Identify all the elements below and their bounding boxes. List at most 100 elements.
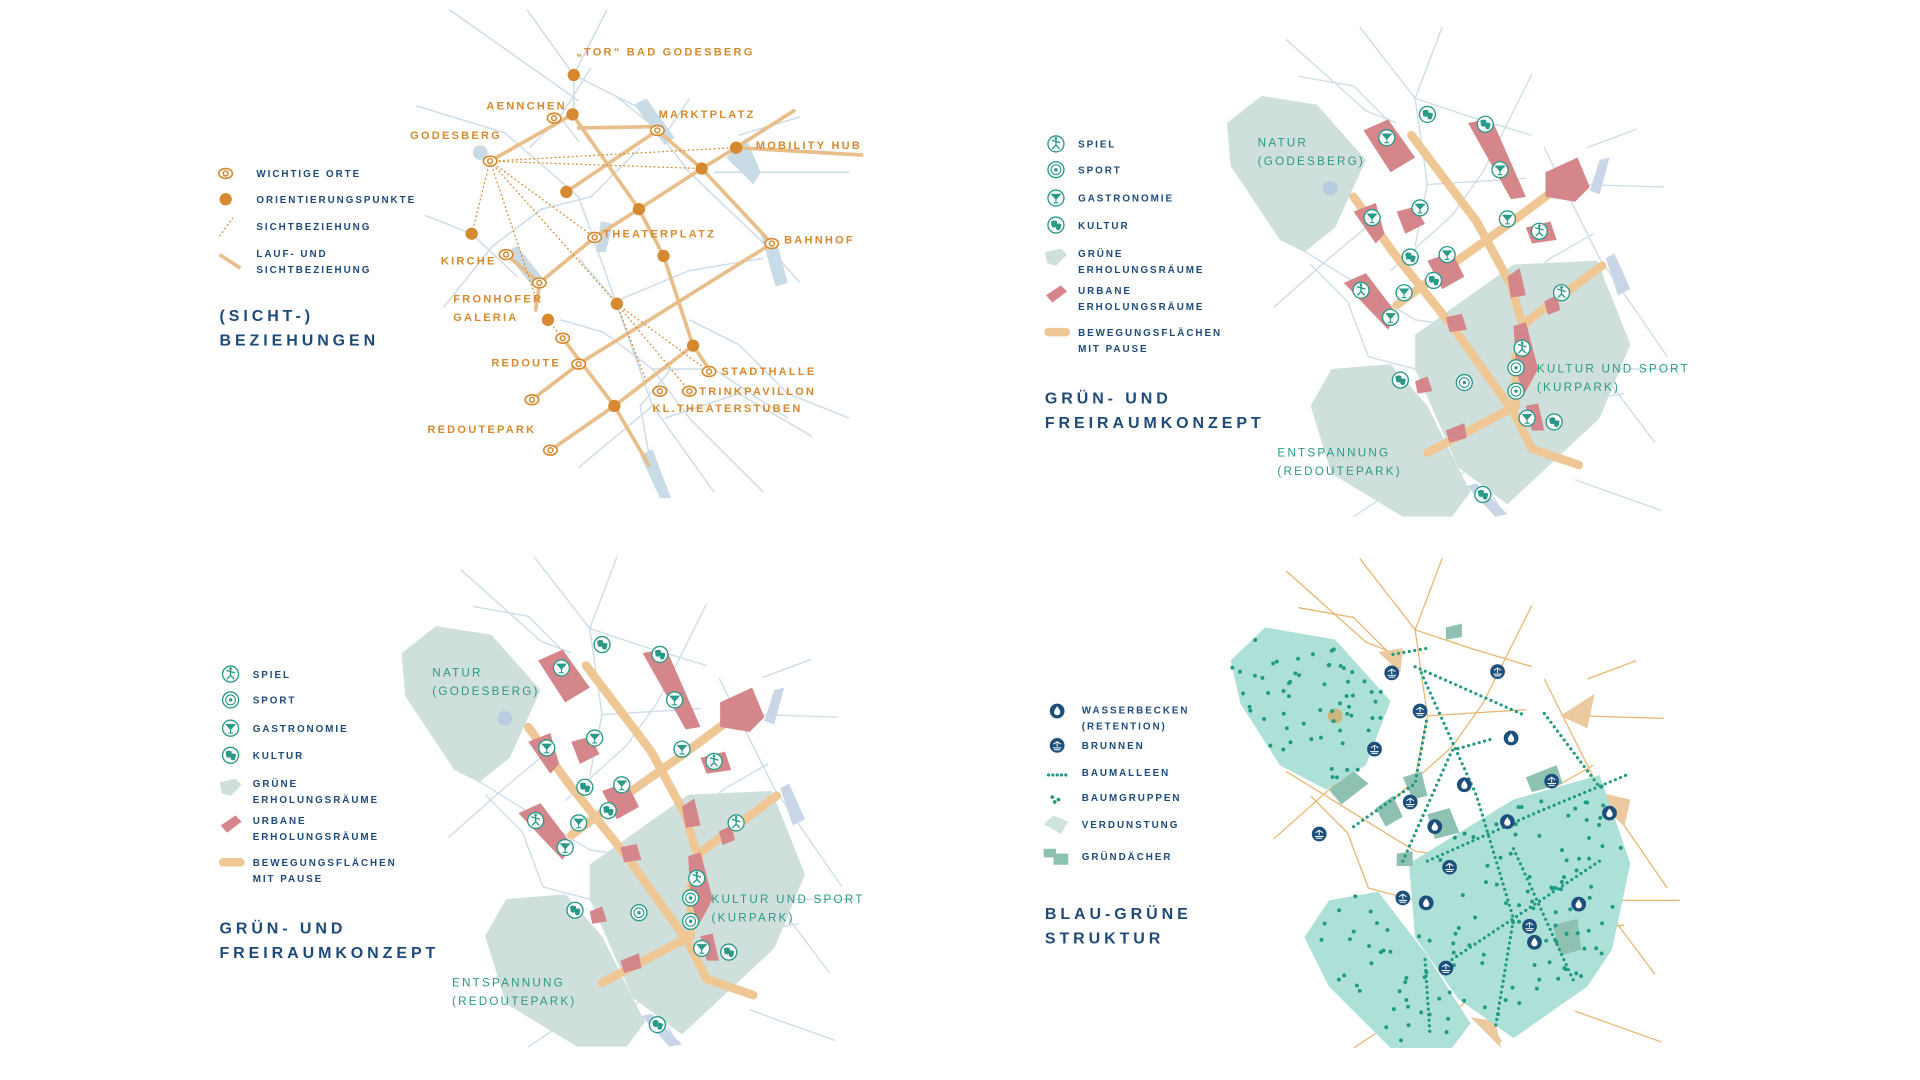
tree-group-dot — [1534, 986, 1539, 991]
area-label: (GODESBERG) — [1258, 155, 1365, 168]
legend-blau: WASSERBECKEN(RETENTION)BRUNNENBAUMALLEEN… — [1043, 703, 1190, 865]
alley-swatch — [1051, 773, 1055, 777]
fountain-glyph — [1405, 797, 1415, 807]
panel-blau-gruene-struktur: WASSERBECKEN(RETENTION)BRUNNENBAUMALLEEN… — [1043, 558, 1680, 1049]
gastronomie-icon — [693, 939, 711, 958]
movement-path — [1392, 177, 1570, 310]
drop-glyph — [1531, 937, 1538, 947]
gastronomie-icon — [1411, 199, 1429, 217]
movement-path — [1349, 192, 1584, 470]
urban-recreation-area — [1415, 376, 1433, 394]
tree-group-dot — [1338, 663, 1343, 668]
green-roof — [1552, 918, 1582, 956]
fountain-glyph — [1370, 744, 1379, 754]
legend-label: WASSERBECKEN — [1082, 705, 1190, 716]
spiel-icon — [727, 814, 745, 832]
orientation-point-icon — [657, 249, 670, 263]
legend-label: SPORT — [1078, 165, 1122, 176]
spiel-icon — [1513, 339, 1531, 357]
tree-group-dot — [1385, 928, 1390, 933]
drop-glyph — [1504, 817, 1511, 826]
legend-label: SICHTBEZIEHUNG — [256, 265, 371, 276]
kultur-icon — [593, 635, 611, 654]
legend-label: LAUF- UND — [256, 249, 327, 260]
legend-gruen: SPIELSPORTGASTRONOMIEKULTURGRÜNEERHOLUNG… — [1044, 135, 1222, 355]
tree-group-dot — [1547, 960, 1552, 965]
sicht-line — [471, 160, 491, 234]
tree-group-dot — [1471, 834, 1476, 839]
legend-label: KULTUR — [1078, 221, 1129, 232]
tree-group-dot — [1460, 893, 1465, 898]
street-line — [589, 627, 707, 667]
eye-icon — [542, 444, 558, 456]
water-basin-icon — [1456, 777, 1472, 793]
pond — [1322, 180, 1338, 196]
legend-label: SPIEL — [253, 670, 291, 681]
area-label: KULTUR UND SPORT — [712, 893, 865, 906]
tree-group-dot — [1301, 721, 1306, 726]
green-roof — [1396, 851, 1413, 866]
figure-glyph — [1560, 285, 1563, 289]
kultur-icon — [1424, 271, 1443, 290]
fountain-icon — [1544, 773, 1560, 789]
masks-glyph — [1051, 220, 1062, 231]
panel-gruen-freiraumkonzept: NATUR(GODESBERG)KULTUR UND SPORT(KURPARK… — [1044, 26, 1688, 518]
tree-group-swatch — [1050, 795, 1055, 799]
tree-group-dot — [1513, 832, 1518, 837]
fountain-icon — [1442, 859, 1457, 875]
place-label: GODESBERG — [410, 130, 502, 142]
tree-group-dot — [1473, 915, 1478, 920]
tree-group-dot — [1537, 977, 1542, 982]
tree-group-dot — [1494, 882, 1499, 887]
masks-glyph — [225, 750, 237, 761]
eye-pupil — [591, 234, 598, 241]
eye-outline — [587, 231, 603, 244]
tree-alley — [1413, 665, 1528, 718]
urban-recreation-area — [1445, 313, 1467, 333]
tree-group-dot — [1346, 679, 1351, 684]
water-basin-icon — [1049, 703, 1065, 719]
panel-title: BLAU-GRÜNE — [1045, 904, 1192, 923]
place-label: „TOR“ BAD GODESBERG — [576, 46, 754, 58]
water-basin-icon — [1503, 730, 1519, 746]
tree-group-dot — [1399, 1038, 1403, 1043]
tree-group-dot — [1503, 998, 1508, 1003]
street-line — [442, 147, 641, 308]
eye-pupil — [656, 387, 664, 395]
tree-group-dot — [1309, 737, 1314, 742]
area-label: (KURPARK) — [1537, 381, 1620, 394]
area-label: (REDOUTEPARK) — [1277, 465, 1402, 478]
ball-glyph — [1510, 385, 1522, 397]
tree-group-dot — [1310, 652, 1315, 657]
tree-group-dot — [1281, 711, 1286, 716]
tree-group-dot — [1508, 851, 1513, 856]
street-line — [749, 1009, 836, 1042]
eye-icon — [498, 248, 514, 261]
legend-label: GRÜNDÄCHER — [1082, 852, 1173, 863]
tree-group-dot — [1584, 817, 1589, 822]
orientation-point-icon — [560, 185, 573, 199]
figure-glyph — [1538, 224, 1541, 228]
spiel-icon — [1552, 284, 1571, 302]
spiel-icon — [1352, 281, 1370, 299]
tree-group-dot — [1586, 928, 1591, 933]
panel-title: GRÜN- UND — [219, 919, 346, 938]
legend-label: ERHOLUNGSRÄUME — [1078, 265, 1204, 276]
legend-label: BEWEGUNGSFLÄCHEN — [1078, 328, 1222, 339]
tree-group-dot — [1594, 946, 1599, 951]
sicht-line — [489, 160, 596, 238]
fountain-glyph — [1387, 668, 1397, 678]
glass-glyph — [669, 695, 681, 706]
tree-group-dot — [1350, 693, 1355, 698]
tree-group-dot — [1532, 963, 1537, 967]
area-label: (KURPARK) — [712, 911, 795, 924]
eye-outline — [531, 277, 547, 289]
tree-group-dot — [1253, 638, 1258, 642]
gastronomie-icon — [1438, 245, 1456, 264]
movement-path — [581, 661, 700, 855]
tree-group-dot — [1337, 908, 1342, 913]
legend-label: WICHTIGE ORTE — [256, 169, 361, 180]
masks-glyph — [1480, 119, 1491, 130]
place-label: GALERIA — [453, 312, 518, 324]
tree-group-dot — [1271, 661, 1276, 666]
